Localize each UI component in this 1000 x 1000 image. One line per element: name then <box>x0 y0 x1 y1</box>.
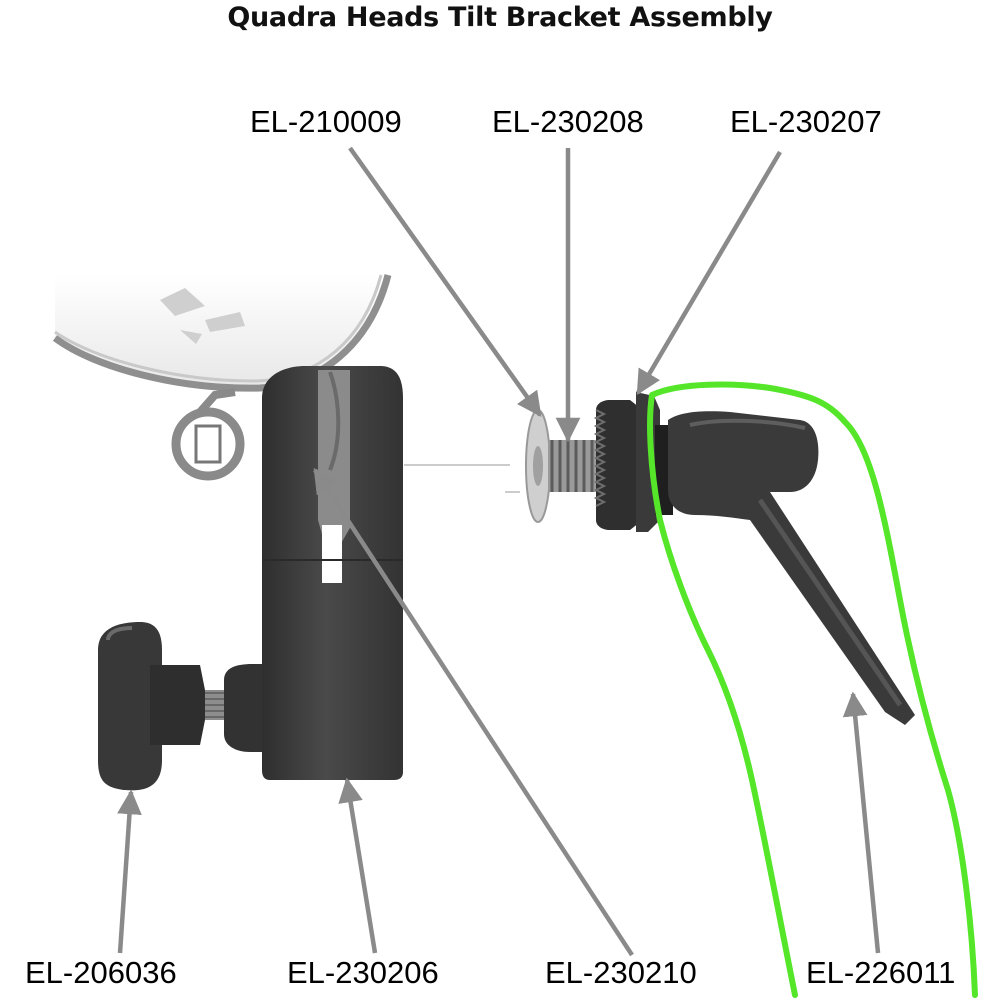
part-label-el-230207: EL-230207 <box>730 104 882 139</box>
part-label-el-230210: EL-230210 <box>545 955 697 990</box>
leader-lines <box>117 146 881 957</box>
part-label-el-210009: EL-210009 <box>250 104 402 139</box>
leader-el-230207 <box>636 150 782 396</box>
bracket-body <box>262 366 403 780</box>
washer <box>525 409 551 523</box>
leader-el-226011 <box>842 691 881 954</box>
part-label-el-206036: EL-206036 <box>25 955 177 990</box>
highlight-outline <box>647 381 978 998</box>
tilt-knob <box>98 622 262 791</box>
part-label-el-230208: EL-230208 <box>492 104 644 139</box>
part-label-el-230206: EL-230206 <box>287 955 439 990</box>
leader-el-230210 <box>313 467 634 957</box>
diagram-title: Quadra Heads Tilt Bracket Assembly <box>227 2 773 33</box>
lever-handle <box>655 411 915 725</box>
part-label-el-226011: EL-226011 <box>806 955 956 990</box>
leader-el-206036 <box>117 789 142 954</box>
flash-head <box>52 274 392 481</box>
leader-el-230206 <box>338 777 378 954</box>
leader-el-210009 <box>348 146 542 418</box>
spring <box>548 440 596 492</box>
